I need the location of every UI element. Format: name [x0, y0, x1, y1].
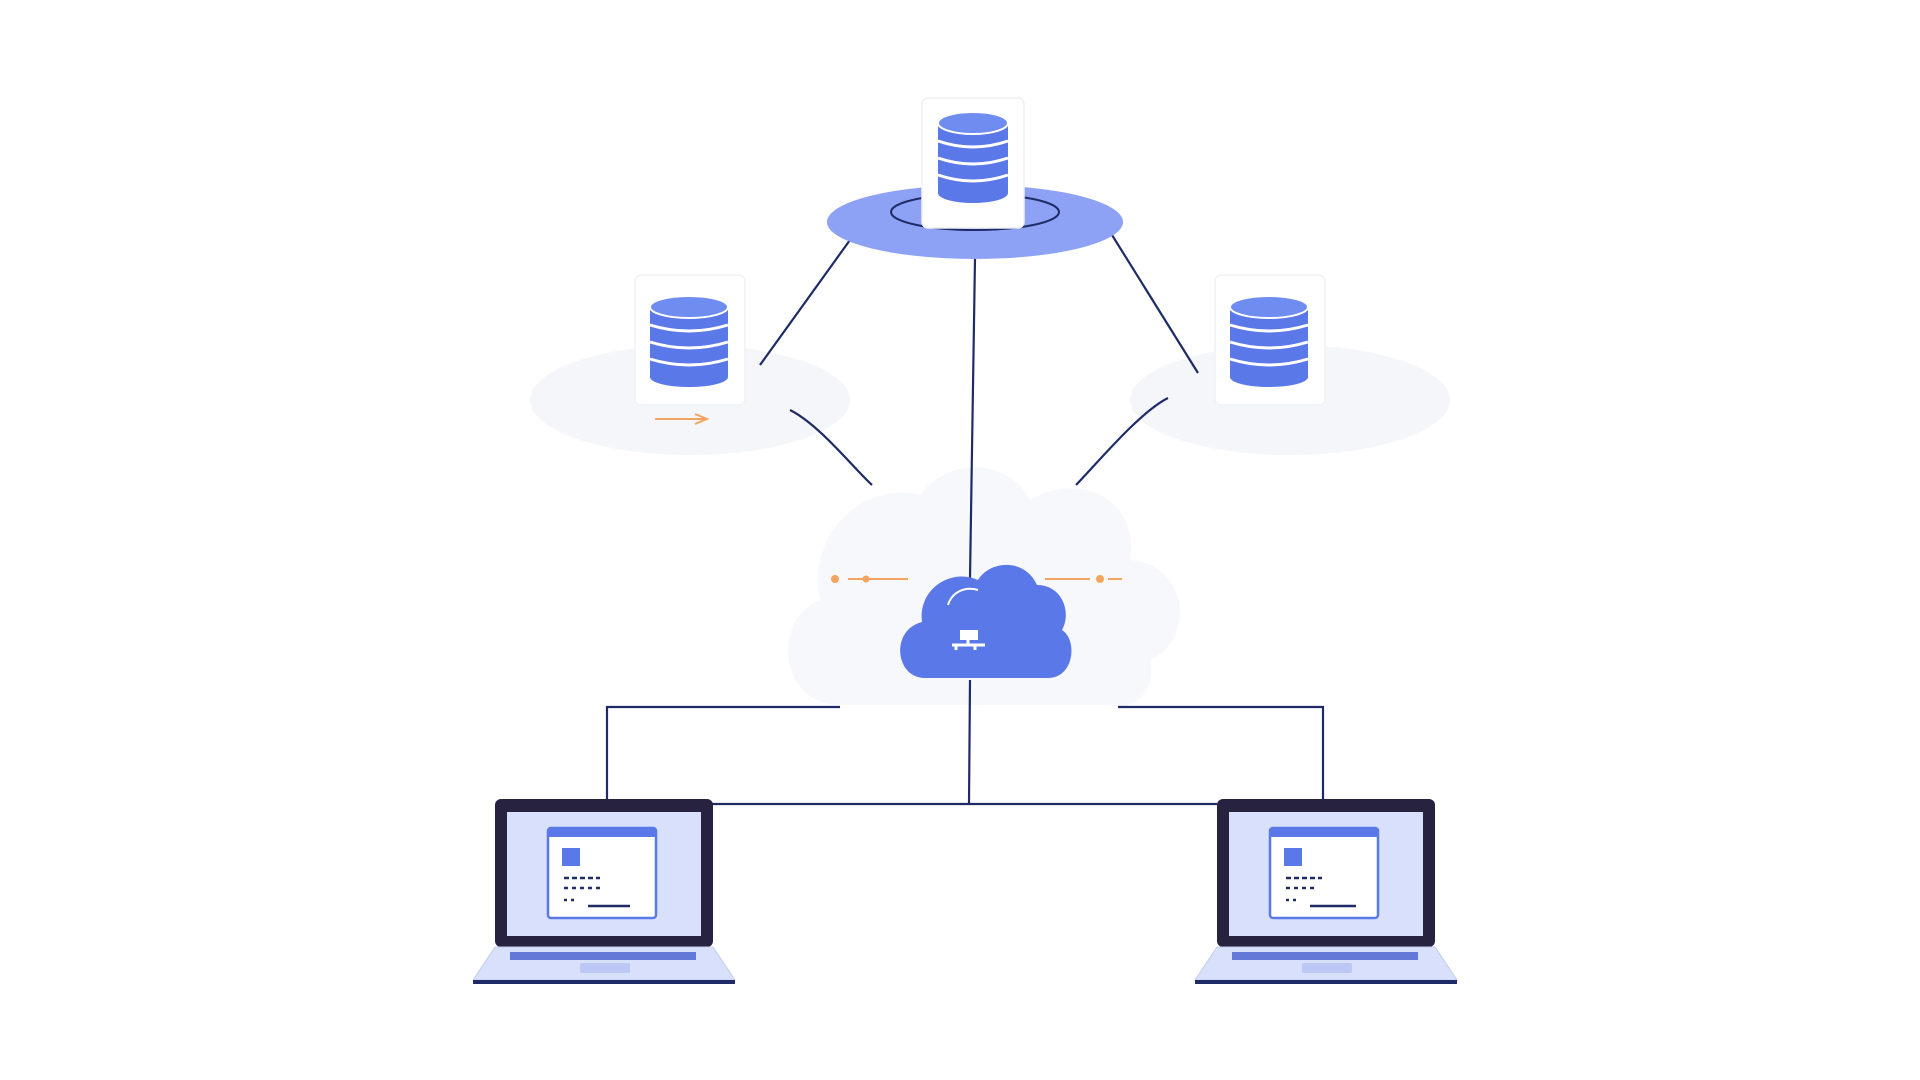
database-icon	[1229, 295, 1309, 387]
node-laptop-right[interactable]	[1194, 799, 1458, 984]
laptop-left-keyboard	[510, 952, 696, 960]
database-icon	[937, 111, 1009, 203]
laptop-right-edge	[1195, 980, 1457, 984]
laptop-left-trackpad	[580, 963, 630, 973]
node-cloud-hub[interactable]	[900, 564, 1072, 678]
app-window-icon	[546, 826, 658, 920]
connection-lines	[605, 234, 1325, 806]
laptop-left-edge	[473, 980, 735, 984]
cloud-highlight	[947, 587, 979, 606]
link-top-left	[759, 239, 851, 366]
link-cloud-right-upper	[1118, 705, 1325, 800]
laptop-right-trackpad	[1302, 963, 1352, 973]
app-window-icon	[1268, 826, 1380, 920]
link-cloud-left-upper	[605, 705, 840, 800]
node-laptop-left[interactable]	[472, 799, 736, 984]
link-top-right	[1111, 234, 1199, 374]
link-right-cloud	[1075, 397, 1169, 486]
database-icon	[649, 295, 729, 387]
node-db-top[interactable]	[827, 97, 1123, 259]
arrow-left-db-head	[694, 413, 710, 425]
accent-arrows	[655, 413, 1122, 583]
node-db-left[interactable]	[634, 274, 746, 406]
network-symbol-icon	[952, 630, 985, 650]
node-db-right[interactable]	[1214, 274, 1326, 406]
dot-cloud-right	[1096, 575, 1104, 583]
dot-cloud-left-1	[831, 575, 839, 583]
laptop-right-keyboard	[1232, 952, 1418, 960]
link-top-cloud	[968, 257, 977, 579]
dot-cloud-left-2	[862, 575, 870, 583]
cloud-network-icon	[900, 564, 1072, 678]
link-cloud-down	[967, 679, 972, 805]
link-left-cloud	[789, 409, 873, 486]
